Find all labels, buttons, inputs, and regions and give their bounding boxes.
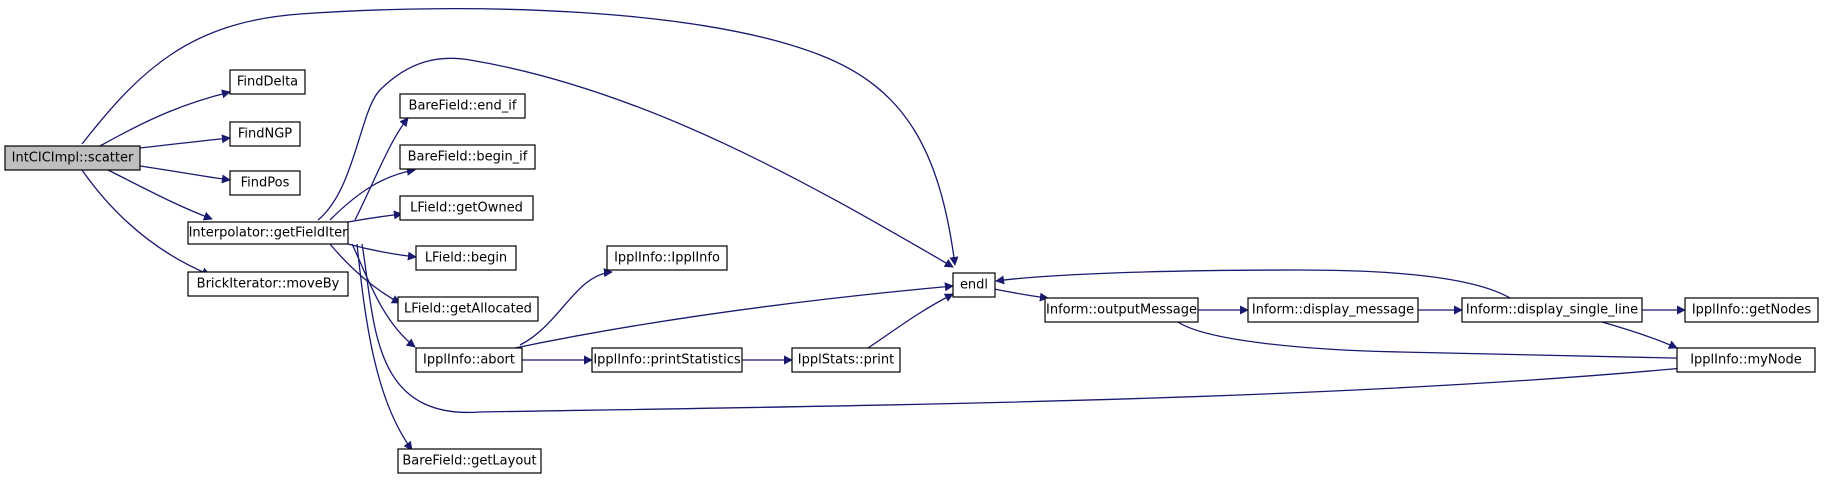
node-barefield-begin_if[interactable]: BareField::begin_if — [399, 144, 536, 170]
edge-scatter-findngp — [139, 134, 231, 149]
edge-scatter-getfielditer — [107, 169, 213, 221]
node-label: FindDelta — [237, 75, 298, 90]
node-label: BareField::getLayout — [402, 454, 536, 469]
node-lfield-getowned[interactable]: LField::getOwned — [399, 195, 534, 221]
node-label: Inform::outputMessage — [1046, 303, 1197, 318]
node-label: IpplInfo::abort — [423, 353, 515, 368]
node-findngp[interactable]: FindNGP — [229, 121, 301, 147]
edge-endl-outputmessage — [993, 288, 1049, 302]
node-label: Inform::display_message — [1252, 303, 1414, 318]
node-finddelta[interactable]: FindDelta — [229, 69, 306, 95]
node-label: IpplInfo::myNode — [1690, 353, 1802, 368]
node-label: Interpolator::getFieldIter — [189, 226, 349, 241]
node-label: BareField::end_if — [409, 99, 517, 114]
edge-getfielditer-getallocated — [329, 243, 401, 304]
edge-scatter-findpos — [139, 165, 231, 184]
node-label: IpplInfo::getNodes — [1692, 303, 1812, 318]
node-inform-display_message[interactable]: Inform::display_message — [1247, 297, 1419, 323]
node-ipplinfo-getnodes[interactable]: IpplInfo::getNodes — [1684, 297, 1819, 323]
node-label: FindNGP — [238, 127, 292, 142]
node-intcicimpl-scatter[interactable]: IntCICImpl::scatter — [4, 145, 141, 171]
node-barefield-end_if[interactable]: BareField::end_if — [399, 93, 526, 119]
node-label: BrickIterator::moveBy — [197, 277, 340, 292]
node-label: IntCICImpl::scatter — [12, 151, 134, 166]
node-endl[interactable]: endl — [952, 272, 996, 298]
node-inform-outputmessage[interactable]: Inform::outputMessage — [1044, 297, 1199, 323]
edge-statsprint-endl — [867, 293, 954, 349]
node-ipplinfo-mynode[interactable]: IpplInfo::myNode — [1676, 347, 1816, 373]
edge-getfielditer-abort — [351, 243, 416, 348]
node-label: Inform::display_single_line — [1466, 303, 1638, 318]
edge-getfielditer-begin_if — [329, 166, 416, 221]
edge-getfielditer-getlayout — [356, 243, 413, 451]
node-lfield-begin[interactable]: LField::begin — [415, 245, 517, 271]
graph-nodes: IntCICImpl::scatter FindDelta FindNGP Fi… — [4, 69, 1819, 474]
node-brickiterator-moveby[interactable]: BrickIterator::moveBy — [187, 271, 349, 297]
edge-getfielditer-end_if — [354, 117, 409, 221]
edge-abort-ipplinfo — [519, 268, 613, 346]
edge-display_single_line-mynode — [1601, 321, 1678, 349]
edge-outputmessage-mynode — [1177, 321, 1764, 365]
node-findpos[interactable]: FindPos — [229, 170, 301, 196]
edge-getfielditer-mynode — [361, 243, 1764, 413]
node-label: IpplStats::print — [798, 353, 894, 368]
edge-getfielditer-lbegin — [347, 243, 417, 261]
node-barefield-getlayout[interactable]: BareField::getLayout — [397, 448, 542, 474]
node-label: FindPos — [241, 176, 290, 191]
node-ipplinfo-ipplinfo[interactable]: IpplInfo::IpplInfo — [606, 245, 728, 271]
node-label: IpplInfo::IpplInfo — [614, 251, 720, 266]
node-label: BareField::begin_if — [408, 150, 528, 165]
node-interpolator-getfielditer[interactable]: Interpolator::getFieldIter — [187, 221, 349, 245]
node-label: LField::begin — [425, 251, 507, 266]
node-label: IpplInfo::printStatistics — [593, 353, 741, 368]
edge-scatter-moveby — [81, 169, 211, 277]
node-ipplinfo-printstatistics[interactable]: IpplInfo::printStatistics — [591, 347, 743, 373]
node-lfield-getallocated[interactable]: LField::getAllocated — [397, 296, 539, 322]
node-label: LField::getOwned — [410, 201, 523, 216]
edge-scatter-finddelta — [99, 89, 231, 147]
edge-getfielditer-getowned — [347, 210, 403, 223]
node-label: endl — [960, 278, 988, 293]
edge-scatter-endl — [81, 8, 959, 266]
edge-display_single_line-endl — [995, 269, 1511, 299]
node-ipplstats-print[interactable]: IpplStats::print — [791, 347, 901, 373]
node-inform-display_single_line[interactable]: Inform::display_single_line — [1461, 297, 1643, 323]
edge-getfielditer-endl — [317, 57, 954, 268]
edge-abort-endl — [514, 282, 954, 349]
node-ipplinfo-abort[interactable]: IpplInfo::abort — [415, 347, 523, 373]
node-label: LField::getAllocated — [404, 302, 532, 317]
